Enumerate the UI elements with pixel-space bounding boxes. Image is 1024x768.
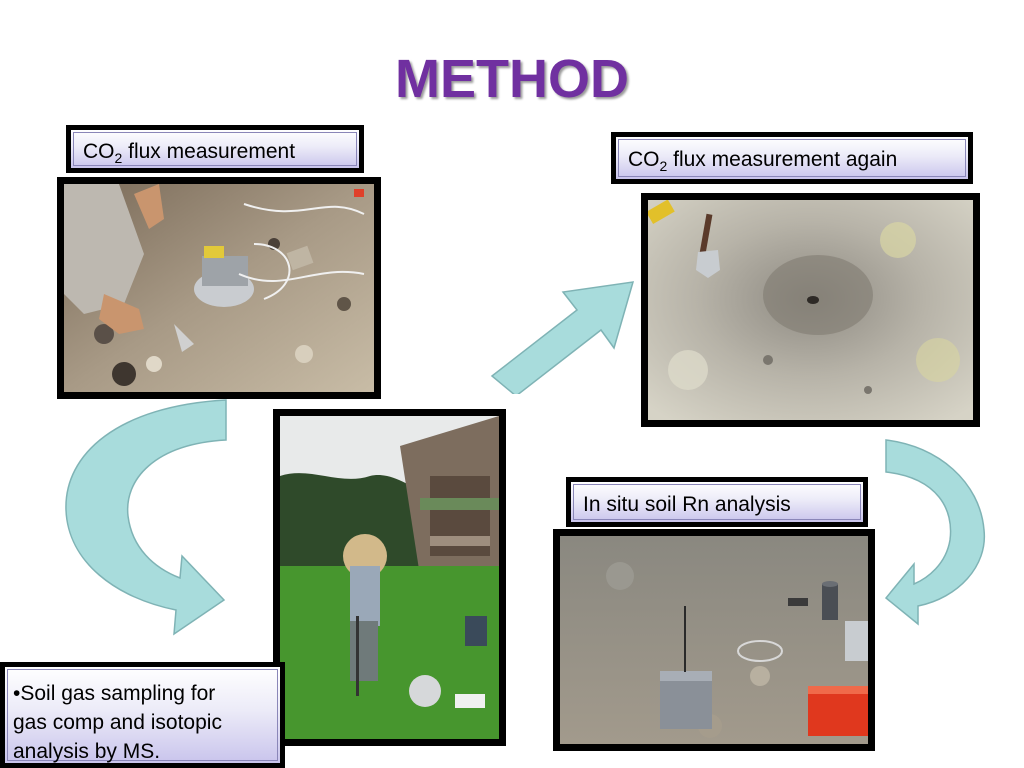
- photo-co2-flux-again-image: [648, 200, 973, 420]
- arrow-curved-right: [884, 439, 986, 626]
- photo-soil-gas-sampling: [273, 409, 506, 746]
- label-co2-prefix: CO: [83, 140, 115, 163]
- label-co2-flux: CO2 flux measurement: [66, 125, 364, 173]
- slide-title: METHOD: [395, 49, 629, 109]
- label-co2-again-prefix: CO: [628, 148, 660, 171]
- label-co2-flux-again: CO2 flux measurement again: [611, 132, 973, 184]
- label-co2-subscript: 2: [114, 150, 123, 167]
- label-co2-rest: flux measurement: [122, 140, 296, 163]
- label-rn-analysis: In situ soil Rn analysis: [566, 477, 868, 527]
- photo-soil-gas-image: [280, 416, 499, 739]
- arrow-up-right: [490, 281, 635, 394]
- soil-gas-line-1: •Soil gas sampling for: [13, 682, 216, 705]
- photo-rn-analysis: [553, 529, 875, 751]
- soil-gas-line-3: analysis by MS.: [13, 740, 161, 763]
- photo-co2-flux-image: [64, 184, 374, 392]
- photo-rn-analysis-image: [560, 536, 868, 744]
- label-co2-again-rest: flux measurement again: [667, 148, 898, 171]
- arrow-curved-left: [65, 399, 227, 636]
- photo-co2-flux-again: [641, 193, 980, 427]
- label-soil-gas-sampling: •Soil gas sampling for gas comp and isot…: [0, 662, 285, 768]
- label-rn-text: In situ soil Rn analysis: [583, 493, 791, 516]
- soil-gas-line-2: gas comp and isotopic: [13, 711, 222, 734]
- photo-co2-flux-measurement: [57, 177, 381, 399]
- label-co2-again-subscript: 2: [659, 158, 668, 175]
